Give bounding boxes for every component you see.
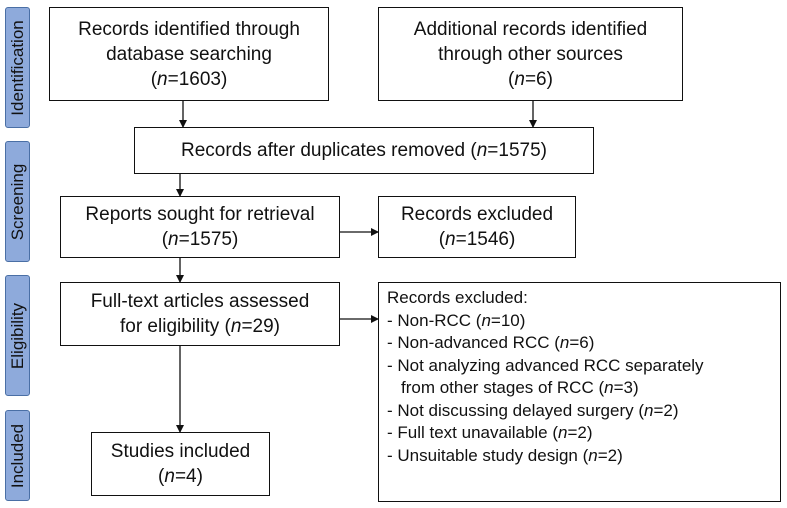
stage-screening-label: Screening <box>7 163 27 240</box>
exclusion-reason: - Unsuitable study design (n=2) <box>387 445 780 468</box>
exclusion-reason: - Non-advanced RCC (n=6) <box>387 332 780 355</box>
duplicates-removed-text: Records after duplicates removed (n=1575… <box>181 138 547 163</box>
box-records-excluded-screening: Records excluded (n=1546) <box>378 196 576 258</box>
fulltext-line2: for eligibility (n=29) <box>120 314 280 339</box>
included-n-label: n <box>164 466 175 487</box>
exclusion-reason: - Not analyzing advanced RCC separately <box>387 355 780 378</box>
excluded-eligibility-title: Records excluded: <box>387 288 528 307</box>
sought-line1: Reports sought for retrieval <box>85 204 315 225</box>
box-studies-included: Studies included (n=4) <box>91 432 270 496</box>
excluded-screening-n-value: =1546) <box>455 229 516 250</box>
exclusion-n-label: n <box>588 445 598 465</box>
exclusion-n-label: n <box>644 400 654 420</box>
excluded-screening-line1: Records excluded <box>400 204 554 225</box>
exclusion-n-label: n <box>481 310 491 330</box>
other-sources-n-value: =6 <box>524 68 547 90</box>
database-n-label: n <box>157 68 168 90</box>
other-sources-count: (n=6) <box>508 68 553 90</box>
exclusion-reason-text: from other stages of RCC ( <box>401 378 605 397</box>
duplicates-removed-n-label: n <box>476 140 488 161</box>
exclusion-n-label: n <box>559 333 570 352</box>
box-fulltext-assessed: Full-text articles assessed for eligibil… <box>60 282 340 346</box>
stage-included: Included <box>5 410 30 501</box>
exclusion-n-value: =2) <box>567 423 593 442</box>
included-n-value: =4) <box>174 466 203 487</box>
box-records-excluded-eligibility: Records excluded: - Non-RCC (n=10) - Non… <box>378 282 781 502</box>
box-other-sources: Additional records identified through ot… <box>378 7 683 101</box>
box-database-records: Records identified through database sear… <box>49 7 329 101</box>
fulltext-n-value: =29) <box>241 316 280 337</box>
exclusion-reason: - Full text unavailable (n=2) <box>387 422 780 445</box>
exclusion-n-value: =6) <box>569 333 595 352</box>
exclusion-n-value: =3) <box>613 378 639 397</box>
excluded-screening-n-label: n <box>445 229 456 250</box>
exclusion-reason-continued: from other stages of RCC (n=3) <box>387 377 780 400</box>
stage-eligibility: Eligibility <box>5 275 30 396</box>
other-sources-line2: through other sources <box>438 43 623 65</box>
fulltext-line1: Full-text articles assessed <box>90 291 310 312</box>
included-line1: Studies included <box>110 441 251 462</box>
database-count: (n=1603) <box>150 68 228 90</box>
database-line2: database searching <box>106 43 272 65</box>
exclusion-n-value: =2) <box>597 445 623 465</box>
sought-count: (n=1575) <box>161 229 239 250</box>
excluded-screening-count: (n=1546) <box>438 229 516 250</box>
exclusion-reason: - Non-RCC (n=10) <box>387 310 780 333</box>
fulltext-n-label: n <box>230 316 242 337</box>
stage-included-label: Included <box>7 423 27 488</box>
box-duplicates-removed: Records after duplicates removed (n=1575… <box>134 127 594 174</box>
duplicates-removed-n-value: =1575) <box>487 140 547 161</box>
exclusion-reason: - Not discussing delayed surgery (n=2) <box>387 400 780 423</box>
other-sources-n-label: n <box>514 68 525 90</box>
stage-identification: Identification <box>5 7 30 128</box>
exclusion-n-value: =2) <box>653 400 679 420</box>
exclusion-reason-text: - Non-RCC ( <box>387 310 482 330</box>
stage-identification-label: Identification <box>7 19 27 116</box>
exclusion-reason-text: - Not discussing delayed surgery ( <box>387 400 645 420</box>
fulltext-line2-label: for eligibility ( <box>119 316 231 337</box>
sought-n-label: n <box>168 229 179 250</box>
duplicates-removed-label: Records after duplicates removed ( <box>181 140 477 161</box>
exclusion-reason-text: - Full text unavailable ( <box>387 423 559 442</box>
database-n-value: =1603 <box>167 68 221 90</box>
included-count: (n=4) <box>158 466 203 487</box>
exclusion-reason-text: - Non-advanced RCC ( <box>387 333 560 352</box>
exclusion-n-label: n <box>558 423 568 442</box>
database-line1: Records identified through <box>78 18 300 40</box>
exclusion-n-value: =10) <box>490 310 526 330</box>
exclusion-reason-text: - Not analyzing advanced RCC separately <box>387 355 704 375</box>
other-sources-line1: Additional records identified <box>413 18 648 40</box>
sought-n-value: =1575) <box>178 229 239 250</box>
box-reports-sought: Reports sought for retrieval (n=1575) <box>60 196 340 258</box>
exclusion-n-label: n <box>604 378 614 397</box>
stage-screening: Screening <box>5 141 30 262</box>
exclusion-reason-text: - Unsuitable study design ( <box>387 445 589 465</box>
stage-eligibility-label: Eligibility <box>7 302 27 369</box>
